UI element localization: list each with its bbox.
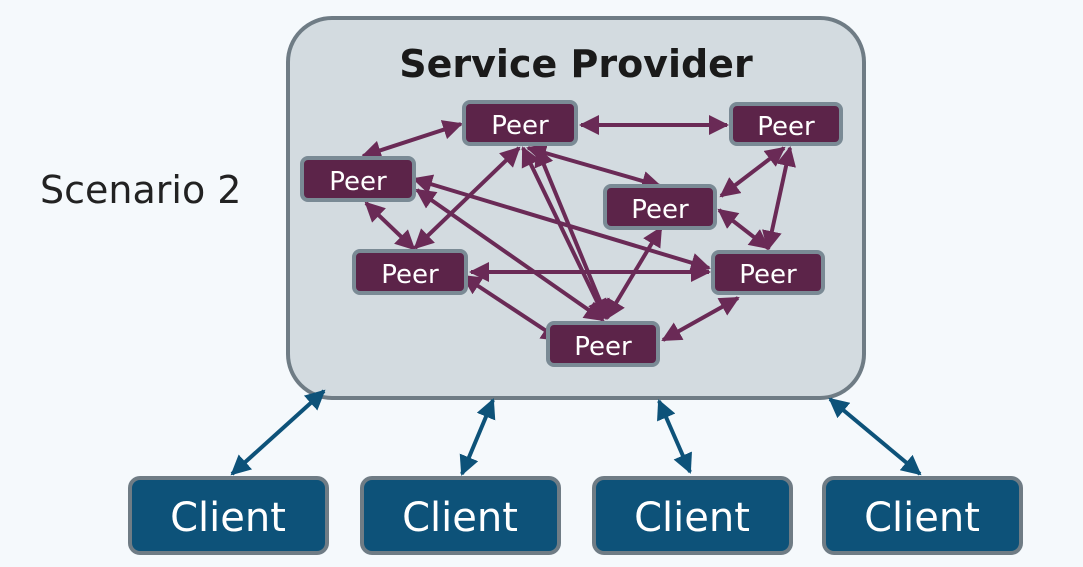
peer-link-arrow <box>605 226 663 320</box>
peer-label: Peer <box>631 195 689 225</box>
peer-box <box>546 321 660 367</box>
peer-node: Peer <box>352 249 468 295</box>
client-link-arrow <box>230 389 326 476</box>
peer-link-arrow <box>762 146 796 251</box>
peer-box <box>711 250 825 295</box>
peer-label: Peer <box>739 260 797 290</box>
client-node: Client <box>592 476 793 555</box>
peer-box <box>729 102 843 146</box>
peer-label: Peer <box>491 111 549 141</box>
client-label: Client <box>170 495 286 541</box>
peer-node: Peer <box>300 156 416 202</box>
client-box <box>128 476 329 555</box>
peer-link-arrow <box>661 296 740 342</box>
peer-node: Peer <box>546 321 660 367</box>
client-node: Client <box>360 476 561 555</box>
client-box <box>822 476 1023 555</box>
peer-link-arrow <box>717 208 770 250</box>
peer-node: Peer <box>711 250 825 295</box>
peer-node: Peer <box>603 184 717 230</box>
peer-link-arrow <box>361 120 463 160</box>
client-node: Client <box>128 476 329 555</box>
scenario-label: Scenario 2 <box>40 168 242 212</box>
client-label: Client <box>634 495 750 541</box>
peer-label: Peer <box>329 167 387 197</box>
peer-label: Peer <box>757 112 815 142</box>
peer-box <box>462 100 578 146</box>
peer-link-arrow <box>461 274 562 342</box>
peer-node: Peer <box>462 100 578 146</box>
client-label: Client <box>864 495 980 541</box>
client-box <box>592 476 793 555</box>
peer-link-arrow <box>415 188 605 322</box>
peer-box <box>300 156 416 202</box>
client-link-arrow <box>828 397 922 476</box>
client-node: Client <box>822 476 1023 555</box>
service-provider-title: Service Provider <box>399 42 753 86</box>
client-links <box>230 389 922 476</box>
peer-link-arrow <box>364 201 416 251</box>
peer-nodes: Peer Peer Peer Peer Peer Peer <box>300 100 843 367</box>
peer-label: Peer <box>381 260 439 290</box>
peer-node: Peer <box>729 102 843 146</box>
client-label: Client <box>402 495 518 541</box>
client-link-arrow <box>459 398 496 476</box>
client-link-arrow <box>657 399 692 474</box>
client-nodes: Client Client Client Client <box>128 476 1023 555</box>
peer-box <box>603 184 717 230</box>
peer-box <box>352 249 468 295</box>
peer-label: Peer <box>574 332 632 362</box>
peer-links <box>361 115 796 342</box>
client-box <box>360 476 561 555</box>
